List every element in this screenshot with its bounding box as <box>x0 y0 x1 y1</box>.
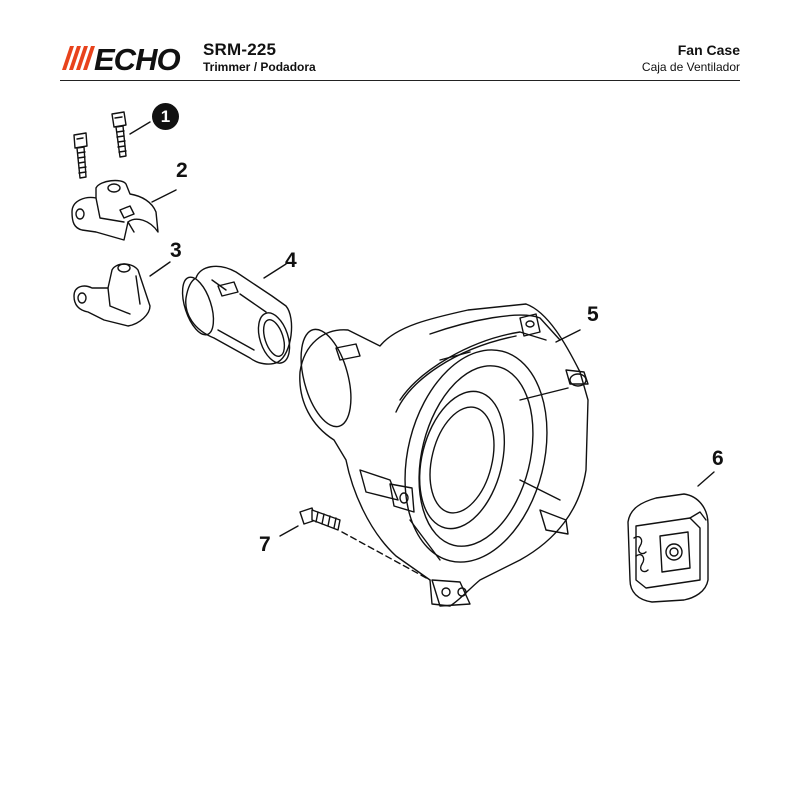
part-7-bolt <box>279 507 431 581</box>
section-title-es: Caja de Ventilador <box>641 60 740 74</box>
page-header: ECHO SRM-225 Trimmer / Podadora Fan Case… <box>0 0 800 82</box>
svg-text:ECHO: ECHO <box>94 42 180 74</box>
callout-4: 4 <box>285 249 297 272</box>
screw-b <box>111 111 127 158</box>
callout-2: 2 <box>176 159 188 182</box>
part-3-lower-clamp <box>73 261 171 327</box>
echo-logo: ECHO <box>62 42 181 74</box>
model-number: SRM-225 <box>203 40 277 59</box>
header-rule <box>60 80 740 81</box>
part-5-fan-case <box>299 303 589 607</box>
part-1-screws <box>73 111 151 179</box>
callout-6: 6 <box>712 447 724 470</box>
part-6-clutch-plate <box>627 471 715 603</box>
callout-5: 5 <box>587 303 599 326</box>
callout-1: 1 <box>152 103 179 130</box>
callout-7: 7 <box>259 533 271 556</box>
part-4-sleeve <box>181 263 293 365</box>
part-2-upper-clamp <box>71 179 177 241</box>
callout-3: 3 <box>170 239 182 262</box>
screw-a <box>73 132 88 179</box>
section-title-en: Fan Case <box>677 42 740 58</box>
product-subtitle: Trimmer / Podadora <box>203 60 316 74</box>
